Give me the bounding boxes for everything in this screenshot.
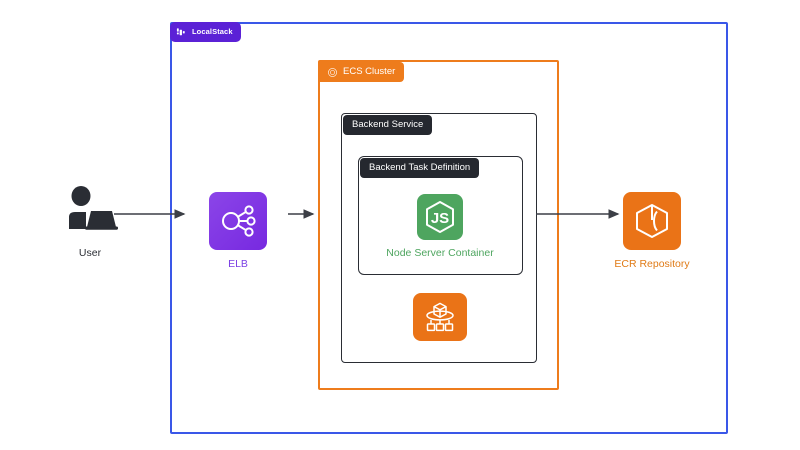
- node-ecs-service: [413, 293, 467, 341]
- ecs-service-icon: [413, 293, 467, 341]
- ecs-cluster-boundary: [318, 60, 559, 390]
- localstack-icon: [176, 27, 187, 38]
- node-server-container-label: Node Server Container: [386, 247, 494, 259]
- arrow-backend-service-to-ecr: [536, 209, 620, 219]
- svg-text:JS: JS: [431, 210, 449, 227]
- backend-task-definition-badge: Backend Task Definition: [360, 158, 480, 178]
- arrow-user-to-elb: [114, 209, 186, 219]
- ecr-registry-icon: [623, 192, 681, 250]
- localstack-boundary: [170, 22, 728, 434]
- node-ecr-repository-label: ECR Repository: [614, 258, 690, 270]
- backend-service-badge-label: Backend Service: [352, 119, 424, 131]
- user-laptop-icon: [61, 184, 119, 236]
- ecs-cluster-badge-label: ECS Cluster: [343, 66, 396, 78]
- backend-service-badge: Backend Service: [343, 115, 433, 135]
- ecs-cluster-badge: ECS Cluster: [320, 62, 405, 82]
- nodejs-icon: JS: [417, 194, 463, 240]
- node-elb: ELB: [190, 192, 286, 270]
- node-ecr-repository: ECR Repository: [604, 192, 700, 270]
- backend-task-definition-boundary: [358, 156, 523, 275]
- ecs-cluster-icon: [327, 67, 338, 78]
- localstack-badge: LocalStack: [170, 22, 241, 42]
- node-user-label: User: [78, 247, 102, 259]
- localstack-badge-label: LocalStack: [192, 27, 233, 37]
- arrow-elb-to-ecs-cluster: [288, 209, 315, 219]
- node-nodejs-container: JS: [417, 194, 463, 240]
- node-elb-label: ELB: [228, 258, 248, 270]
- elb-load-balancer-icon: [209, 192, 267, 250]
- backend-task-definition-badge-label: Backend Task Definition: [369, 162, 471, 174]
- backend-service-boundary: [341, 113, 537, 363]
- node-user: User: [42, 184, 138, 259]
